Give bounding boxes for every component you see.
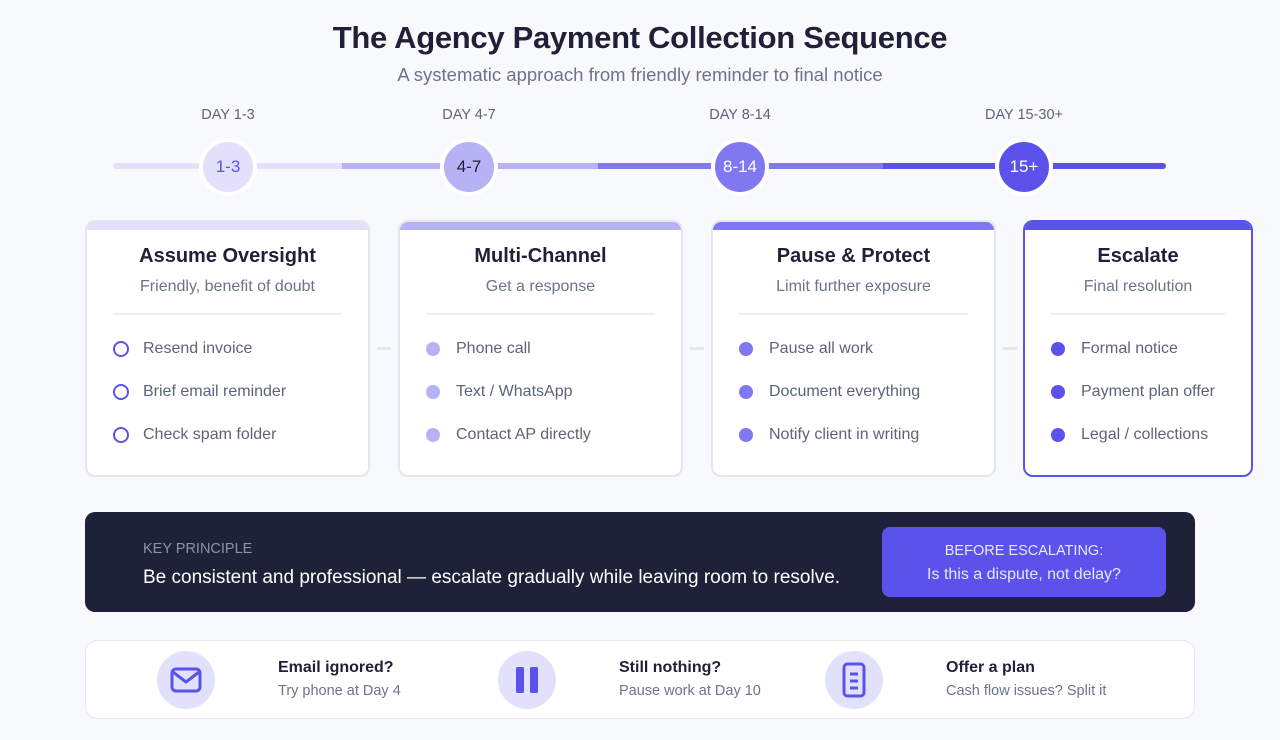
card-divider (739, 313, 968, 315)
day-label-2: DAY 4-7 (442, 107, 496, 123)
list-item-label: Check spam folder (143, 426, 277, 443)
dot-bullet-icon (426, 385, 440, 399)
dot-bullet-icon (1051, 428, 1065, 442)
list-item-label: Notify client in writing (769, 426, 920, 443)
list-item: Contact AP directly (426, 424, 591, 446)
tip-icon-circle (157, 651, 215, 709)
card-connector (1003, 347, 1017, 350)
list-item: Resend invoice (113, 338, 286, 360)
tip-icon-circle (825, 651, 883, 709)
timeline-node-1: 1-3 (199, 138, 257, 196)
list-item: Phone call (426, 338, 591, 360)
key-principle-banner: KEY PRINCIPLE Be consistent and professi… (85, 512, 1195, 612)
card-divider (1051, 313, 1225, 315)
card-title: Escalate (1097, 245, 1179, 267)
day-label-3: DAY 8-14 (709, 107, 771, 123)
key-principle-label: KEY PRINCIPLE (143, 541, 253, 557)
dot-bullet-icon (1051, 385, 1065, 399)
ring-bullet-icon (113, 427, 129, 443)
list-item: Text / WhatsApp (426, 381, 591, 403)
pause-icon (516, 667, 538, 693)
card-subtitle: Friendly, benefit of doubt (140, 278, 315, 295)
card-accent-bar (713, 222, 994, 230)
list-item: Brief email reminder (113, 381, 286, 403)
tip-subtitle: Try phone at Day 4 (278, 683, 401, 699)
list-item-label: Text / WhatsApp (456, 383, 573, 400)
dot-bullet-icon (739, 428, 753, 442)
card-connector (377, 347, 391, 350)
list-item-label: Formal notice (1081, 340, 1178, 357)
list-item: Check spam folder (113, 424, 286, 446)
list-item-label: Phone call (456, 340, 531, 357)
list-item-label: Resend invoice (143, 340, 253, 357)
tip-icon-circle (498, 651, 556, 709)
timeline: DAY 1-3 DAY 4-7 DAY 8-14 DAY 15-30+ 1-3 … (0, 100, 1280, 200)
list-item: Formal notice (1051, 338, 1215, 360)
tip-title: Offer a plan (946, 659, 1035, 676)
card-accent-bar (87, 222, 368, 230)
stage-card-assume-oversight: Assume Oversight Friendly, benefit of do… (85, 220, 370, 477)
card-action-list: Phone call Text / WhatsApp Contact AP di… (426, 338, 591, 467)
tip-subtitle: Pause work at Day 10 (619, 683, 761, 699)
card-action-list: Resend invoice Brief email reminder Chec… (113, 338, 286, 467)
key-principle-text: Be consistent and professional — escalat… (143, 567, 841, 588)
page-subtitle: A systematic approach from friendly remi… (397, 64, 883, 85)
dot-bullet-icon (739, 385, 753, 399)
card-title: Pause & Protect (776, 245, 931, 267)
envelope-icon (170, 667, 202, 693)
list-item-label: Brief email reminder (143, 383, 287, 400)
list-item: Legal / collections (1051, 424, 1215, 446)
ring-bullet-icon (113, 384, 129, 400)
stage-card-escalate: Escalate Final resolution Formal notice … (1023, 220, 1253, 477)
tip-title: Email ignored? (278, 659, 394, 676)
list-item: Document everything (739, 381, 920, 403)
list-item-label: Payment plan offer (1081, 383, 1216, 400)
dot-bullet-icon (426, 342, 440, 356)
callout-text: Is this a dispute, not delay? (927, 566, 1121, 583)
dot-bullet-icon (1051, 342, 1065, 356)
day-label-4: DAY 15-30+ (984, 107, 1064, 123)
day-label-1: DAY 1-3 (201, 107, 255, 123)
timeline-node-4: 15+ (995, 138, 1053, 196)
tip-title: Still nothing? (619, 659, 722, 676)
tips-bar: Email ignored? Try phone at Day 4 Still … (85, 640, 1195, 719)
tip-subtitle: Cash flow issues? Split it (946, 683, 1107, 699)
timeline-node-3: 8-14 (711, 138, 769, 196)
list-item: Notify client in writing (739, 424, 920, 446)
card-subtitle: Limit further exposure (776, 278, 931, 295)
card-divider (113, 313, 342, 315)
callout-title: BEFORE ESCALATING: (944, 543, 1104, 559)
card-divider (426, 313, 655, 315)
stage-card-pause-protect: Pause & Protect Limit further exposure P… (711, 220, 996, 477)
card-title: Assume Oversight (139, 245, 316, 267)
before-escalating-callout: BEFORE ESCALATING: Is this a dispute, no… (882, 527, 1166, 597)
list-item: Payment plan offer (1051, 381, 1215, 403)
document-icon (842, 662, 866, 698)
card-action-list: Formal notice Payment plan offer Legal /… (1051, 338, 1215, 467)
list-item: Pause all work (739, 338, 920, 360)
timeline-node-2: 4-7 (440, 138, 498, 196)
stage-card-multi-channel: Multi-Channel Get a response Phone call … (398, 220, 683, 477)
card-subtitle: Final resolution (1083, 278, 1193, 295)
card-action-list: Pause all work Document everything Notif… (739, 338, 920, 467)
dot-bullet-icon (739, 342, 753, 356)
list-item-label: Contact AP directly (456, 426, 591, 443)
page-title: The Agency Payment Collection Sequence (332, 20, 948, 55)
card-subtitle: Get a response (485, 278, 596, 295)
list-item-label: Document everything (769, 383, 921, 400)
dot-bullet-icon (426, 428, 440, 442)
card-connector (690, 347, 704, 350)
list-item-label: Legal / collections (1081, 426, 1209, 443)
list-item-label: Pause all work (769, 340, 874, 357)
card-title: Multi-Channel (474, 245, 607, 267)
card-accent-bar (1025, 222, 1251, 230)
ring-bullet-icon (113, 341, 129, 357)
card-accent-bar (400, 222, 681, 230)
